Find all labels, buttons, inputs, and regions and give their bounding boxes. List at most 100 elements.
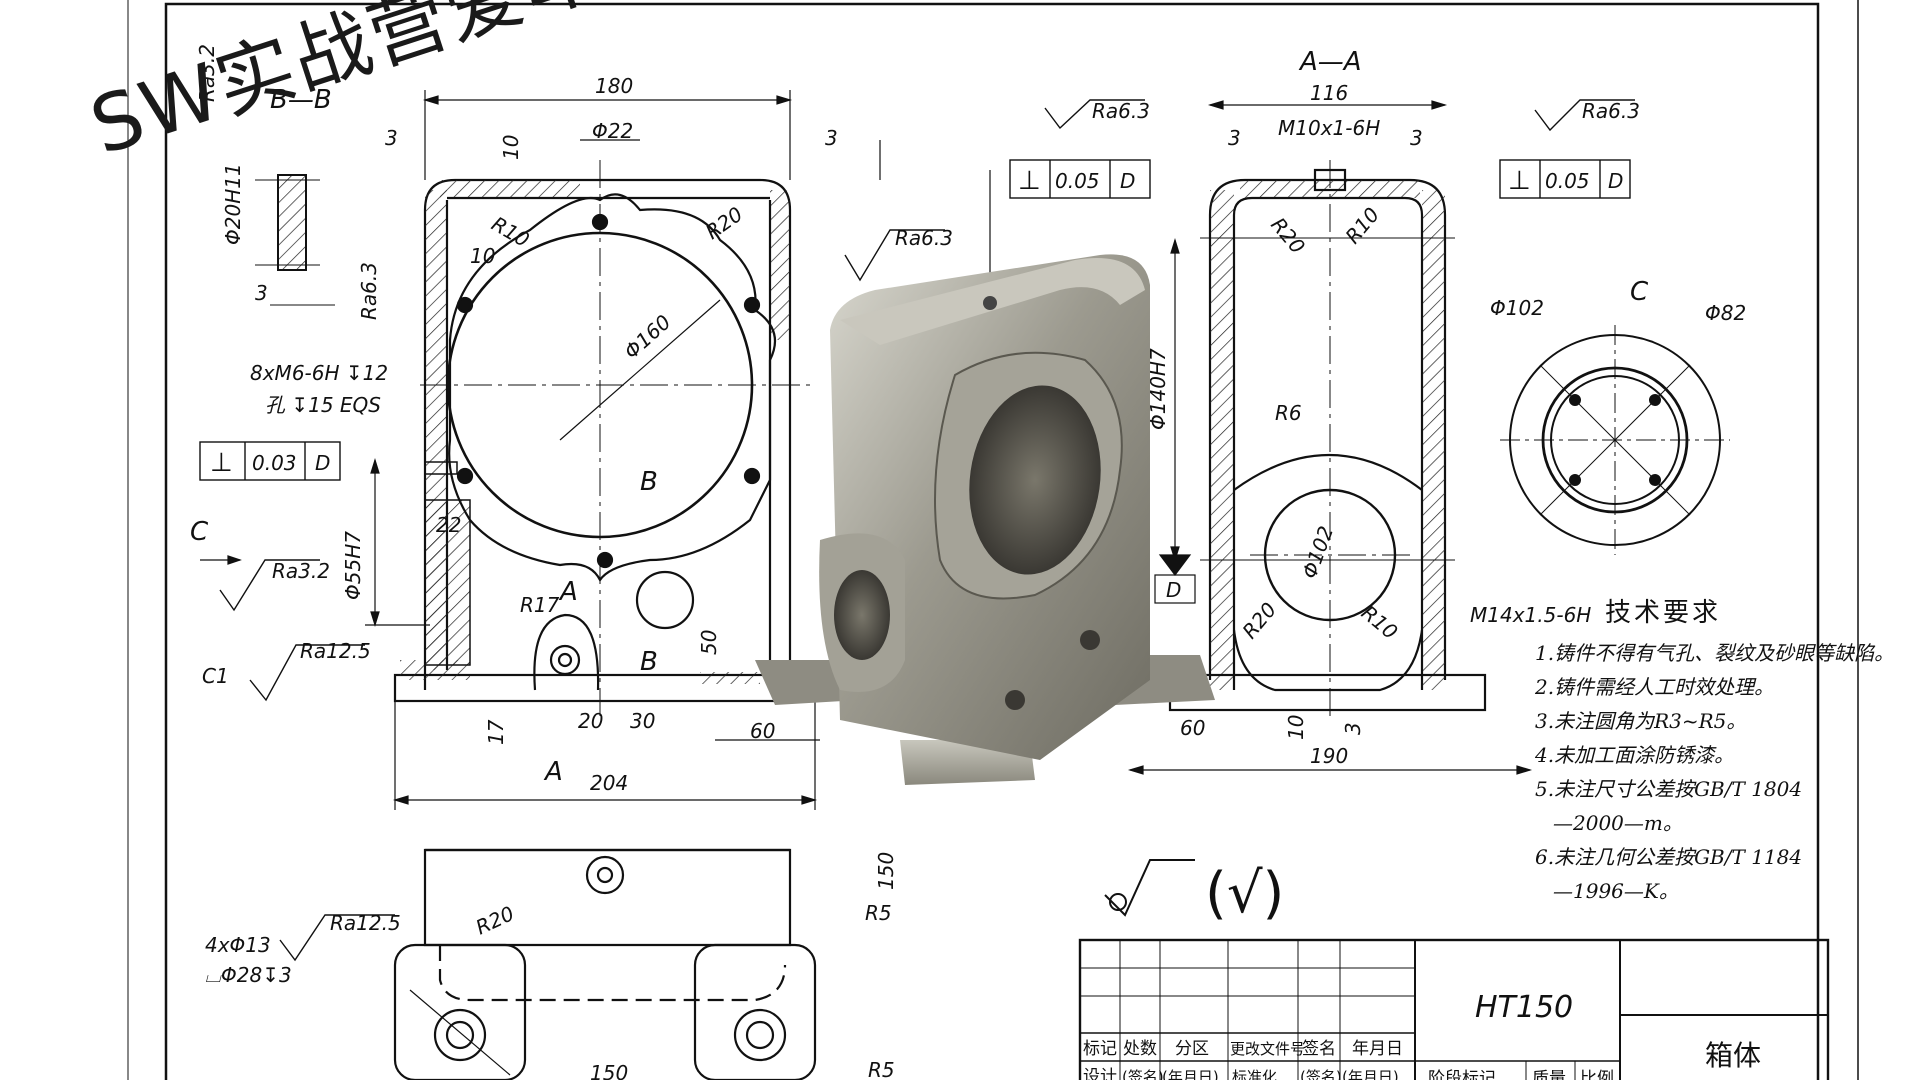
side-dim-r10-lower: R10 xyxy=(1357,600,1403,644)
tech-requirement-item: 5.未注尺寸公差按GB/T 1804 xyxy=(1535,777,1803,801)
tol-value-side-right: 0.05 xyxy=(1545,169,1590,193)
tb-row2-3: 标准化 xyxy=(1232,1068,1277,1080)
general-roughness xyxy=(1104,859,1195,917)
dim-phi22: Φ22 xyxy=(592,119,633,143)
side-dim-m10: M10x1-6H xyxy=(1278,116,1380,140)
top-dim-r5-bottom: R5 xyxy=(868,1058,895,1080)
section-b-title: B—B xyxy=(270,85,332,115)
section-b-3: 3 xyxy=(255,281,268,305)
thread-note-1: 8xM6-6H ↧12 xyxy=(250,361,388,385)
side-view-dimensions xyxy=(1127,100,1533,775)
section-b-ra32: Ra3.2 xyxy=(195,44,219,102)
thread-note-2: 孔 ↧15 EQS xyxy=(265,393,381,417)
dim-3-left: 3 xyxy=(385,126,398,150)
dim-204: 204 xyxy=(590,771,628,795)
tb-row1-0: 标记 xyxy=(1083,1039,1117,1059)
tol-value-front: 0.03 xyxy=(252,451,297,475)
tb-row3-1: 质量 xyxy=(1532,1069,1566,1080)
technical-requirements: 技术要求 1.铸件不得有气孔、裂纹及砂眼等缺陷。 2.铸件需经人工时效处理。 3… xyxy=(1535,596,1895,908)
side-dim-60: 60 xyxy=(1180,716,1205,740)
side-datum-d: D xyxy=(1166,578,1181,602)
tb-row2-0: 设计 xyxy=(1083,1067,1117,1080)
section-b-view: B—B Φ20H11 3 Ra3.2 xyxy=(195,44,335,306)
view-c-phi102: Φ102 xyxy=(1490,296,1544,320)
tech-requirement-item: 2.铸件需经人工时效处理。 xyxy=(1535,675,1775,699)
top-hole-note-1: 4xΦ13 xyxy=(205,933,271,957)
tech-requirement-item: —1996—K。 xyxy=(1553,879,1679,903)
tech-requirement-item: 3.未注圆角为R3~R5。 xyxy=(1535,709,1747,733)
tech-requirements-title: 技术要求 xyxy=(1605,598,1722,628)
tb-row2-1: (签名) xyxy=(1122,1068,1164,1080)
roughness-ra32: Ra3.2 xyxy=(272,559,330,583)
side-roughness-ra63: Ra6.3 xyxy=(1582,99,1640,123)
tol-datum-side-right: D xyxy=(1608,169,1623,193)
sheet-border xyxy=(127,0,1859,1080)
dim-22: 22 xyxy=(436,513,461,537)
dim-180: 180 xyxy=(595,74,633,98)
side-view-title: A—A xyxy=(1298,47,1362,77)
tol-symbol-side-left: ⊥ xyxy=(1018,166,1041,196)
section-mark-a: A xyxy=(558,577,578,607)
side-dim-116: 116 xyxy=(1310,81,1348,105)
dim-10: 10 xyxy=(499,135,523,160)
side-dim-3-bottom: 3 xyxy=(1341,722,1365,735)
tb-row1-3: 更改文件号 xyxy=(1230,1040,1305,1058)
tol-value-side-left: 0.05 xyxy=(1055,169,1100,193)
top-view xyxy=(393,848,817,1080)
front-view xyxy=(393,160,817,720)
dim-60: 60 xyxy=(750,719,775,743)
top-dim-150-h: 150 xyxy=(590,1061,628,1080)
dim-3-right: 3 xyxy=(825,126,838,150)
side-dim-r10: R10 xyxy=(1340,203,1384,249)
view-c-phi82: Φ82 xyxy=(1705,301,1746,325)
dim-phi160: Φ160 xyxy=(619,310,675,364)
tb-row2-2: (年月日) xyxy=(1162,1068,1219,1080)
side-dim-10: 10 xyxy=(1284,715,1308,740)
top-dim-r20: R20 xyxy=(472,901,518,939)
tech-requirement-item: 4.未加工面涂防锈漆。 xyxy=(1535,743,1735,767)
title-block-text: HT150 箱体 标记 处数 分区 更改文件号 签名 年月日 设计 (签名) (… xyxy=(1083,990,1761,1080)
view-c-title: C xyxy=(1630,277,1649,307)
dim-phi55: Φ55H7 xyxy=(341,531,365,600)
section-mark-c: C xyxy=(190,517,209,547)
side-dim-3-right: 3 xyxy=(1410,126,1423,150)
side-dim-3-left: 3 xyxy=(1228,126,1241,150)
tb-row1-5: 年月日 xyxy=(1352,1039,1403,1059)
tol-symbol-front: ⊥ xyxy=(210,448,233,478)
tb-row2-4: (签名) xyxy=(1300,1068,1342,1080)
dim-c1: C1 xyxy=(202,664,229,688)
top-roughness: Ra12.5 xyxy=(330,911,401,935)
tb-row1-4: 签名 xyxy=(1302,1039,1336,1059)
section-mark-b: B xyxy=(640,467,658,497)
roughness-ra63-left: Ra6.3 xyxy=(357,262,381,320)
dim-10-inner: 10 xyxy=(470,244,495,268)
tech-requirement-item: 6.未注几何公差按GB/T 1184 xyxy=(1535,845,1803,869)
section-mark-a-lower: A xyxy=(543,757,563,787)
dim-20: 20 xyxy=(578,709,603,733)
top-hole-note-2: ⌴Φ28↧3 xyxy=(205,963,292,987)
roughness-ra63-top: Ra6.3 xyxy=(1092,99,1150,123)
front-view-labels: 180 3 3 10 Φ22 R10 R20 10 R17 Φ160 22 Φ5… xyxy=(190,74,1150,795)
gearbox-3d-render xyxy=(755,254,1215,785)
title-block xyxy=(1078,938,1830,1080)
view-c xyxy=(1500,325,1730,555)
tb-row3-2: 比例 xyxy=(1580,1069,1614,1080)
tb-row3-0: 阶段标记 xyxy=(1428,1069,1496,1080)
top-dim-150-v: 150 xyxy=(874,852,898,890)
roughness-ra125: Ra12.5 xyxy=(300,639,371,663)
top-dim-r5: R5 xyxy=(865,901,892,925)
dim-50: 50 xyxy=(697,630,721,655)
side-dim-m14: M14x1.5-6H xyxy=(1470,603,1591,627)
side-dim-r6: R6 xyxy=(1275,401,1302,425)
tol-datum-side-left: D xyxy=(1120,169,1135,193)
side-view xyxy=(1168,160,1487,720)
tol-datum-front: D xyxy=(315,451,330,475)
side-dim-190: 190 xyxy=(1310,744,1348,768)
tech-requirement-item: —2000—m。 xyxy=(1553,811,1683,835)
tol-symbol-side-right: ⊥ xyxy=(1508,166,1531,196)
view-c-labels: C Φ102 Φ82 xyxy=(1490,277,1746,325)
side-dim-phi102: Φ102 xyxy=(1297,523,1338,582)
tech-requirement-item: 1.铸件不得有气孔、裂纹及砂眼等缺陷。 xyxy=(1535,641,1895,665)
section-mark-b-lower: B xyxy=(640,647,658,677)
